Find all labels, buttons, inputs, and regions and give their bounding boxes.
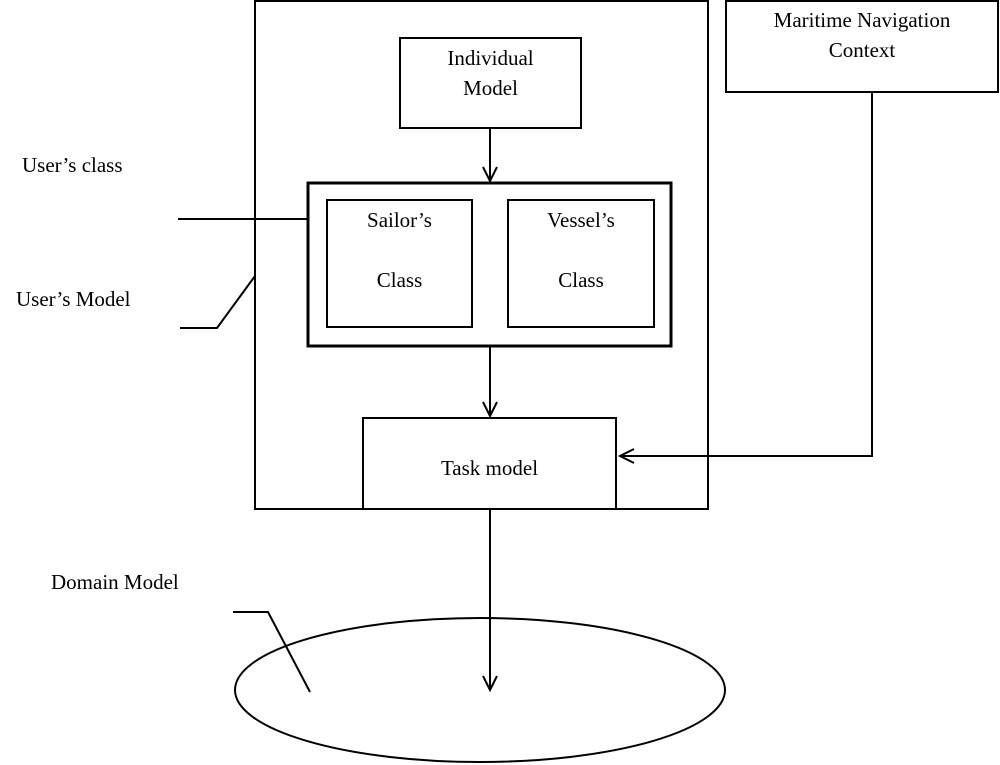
leader-domain-model <box>233 611 311 693</box>
individual-model-line2: Model <box>463 76 518 100</box>
individual-model-label: Individual Model <box>400 43 581 103</box>
arrowhead-class-to-task <box>482 401 498 419</box>
sailors-class-line2: Class <box>376 268 423 292</box>
sailors-class-line1: Sailor’s <box>367 208 432 232</box>
maritime-line1: Maritime Navigation <box>773 8 951 32</box>
arrow-maritime-to-task <box>620 92 873 457</box>
users-class-label: User’s class <box>22 153 123 177</box>
individual-model-line1: Individual <box>447 46 534 70</box>
task-model-label: Task model <box>440 456 539 480</box>
maritime-line2: Context <box>828 38 896 62</box>
vessels-class-line2: Class <box>558 268 604 292</box>
maritime-context-label: Maritime Navigation Context <box>726 5 998 65</box>
users-model-label: User’s Model <box>16 287 131 311</box>
leader-users-model <box>180 275 256 329</box>
arrowhead-task-to-domain <box>482 675 498 693</box>
arrowhead-maritime-to-task <box>617 448 635 464</box>
arrowhead-individual-to-class <box>482 166 498 184</box>
vessels-class-box <box>507 199 655 328</box>
vessels-class-line1: Vessel’s <box>547 208 615 232</box>
domain-model-label: Domain Model <box>51 570 179 594</box>
maritime-context-box <box>725 0 999 93</box>
sailors-class-box <box>326 199 473 328</box>
domain-model-ellipse <box>234 617 726 763</box>
